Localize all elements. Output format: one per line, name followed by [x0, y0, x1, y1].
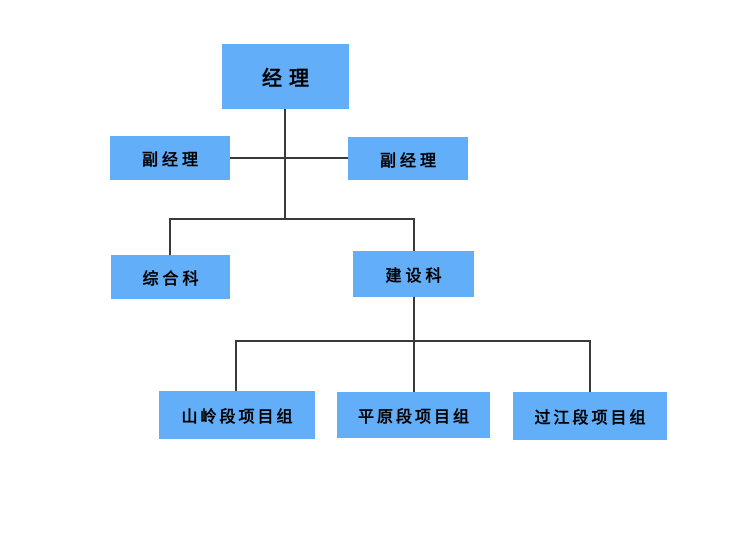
connector-drop-general-office [169, 218, 171, 255]
org-node-general-office: 综合科 [111, 255, 230, 299]
connector-construction-trunk-vertical [413, 297, 415, 392]
org-node-construction-dept: 建设科 [353, 251, 474, 297]
connector-level4-horizontal [235, 340, 591, 342]
org-node-manager: 经理 [222, 44, 349, 109]
org-node-plain-section-team: 平原段项目组 [337, 392, 490, 438]
connector-drop-river-team [589, 340, 591, 392]
connector-manager-trunk-vertical [284, 109, 286, 220]
org-node-deputy-manager-right: 副经理 [348, 137, 468, 180]
connector-deputies-horizontal [230, 157, 348, 159]
connector-drop-construction-dept [413, 218, 415, 251]
org-node-deputy-manager-left: 副经理 [110, 136, 230, 180]
connector-drop-mountain-team [235, 340, 237, 391]
connector-level3-horizontal [169, 218, 415, 220]
org-node-river-crossing-team: 过江段项目组 [513, 392, 667, 440]
org-node-mountain-section-team: 山岭段项目组 [159, 391, 315, 439]
